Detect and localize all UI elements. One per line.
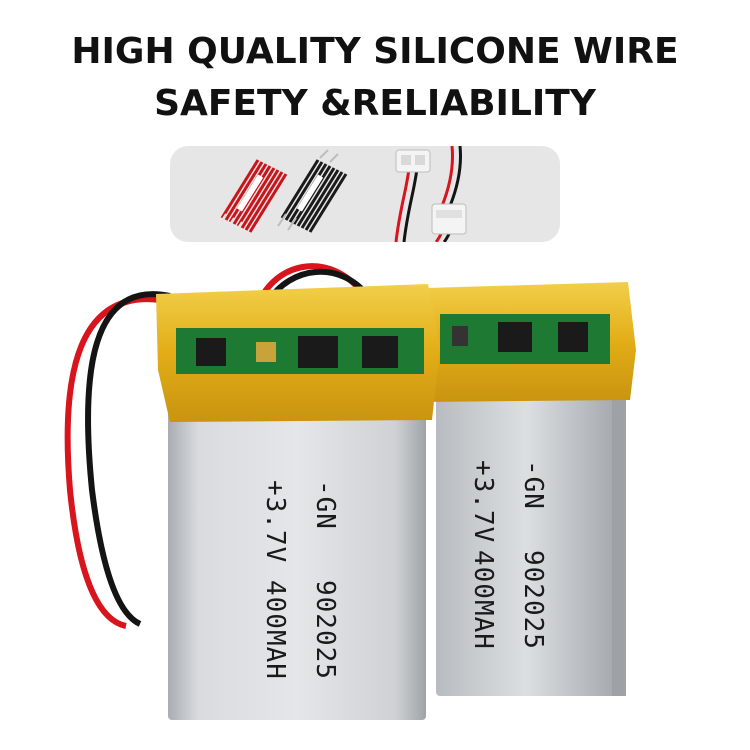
battery-front-brand-label: -GN (310, 480, 340, 530)
battery-back-chip-1 (498, 322, 532, 352)
battery-front-pad (256, 342, 276, 362)
battery-front-chip-3 (362, 336, 398, 368)
battery-back-cell (436, 346, 616, 696)
battery-front-voltage-label: +3.7V (260, 480, 290, 564)
wire-connector-illustration (217, 145, 467, 244)
battery-front-cell (168, 402, 426, 720)
battery-scene: -GN 902025 +3.7V 400MAH -GN 902025 +3.7V… (0, 250, 750, 750)
battery-back-model-label: 902025 (518, 550, 548, 650)
battery-front-model-label: 902025 (310, 580, 340, 680)
headline-line-2: SAFETY &RELIABILITY (154, 83, 596, 124)
battery-back-brand-label: -GN (518, 460, 548, 510)
battery-back-capacity-label: 400MAH (468, 550, 498, 650)
battery-front-capacity-label: 400MAH (260, 580, 290, 680)
battery-back-chip-3 (452, 326, 468, 346)
battery-front-chip-1 (196, 338, 226, 366)
headline: HIGH QUALITY SILICONE WIRE SAFETY &RELIA… (0, 26, 750, 130)
wire-connector-panel (170, 145, 560, 244)
jst-connector-image (394, 145, 467, 244)
battery-back-voltage-label: +3.7V (468, 460, 498, 544)
black-wire-bundle-image (277, 149, 348, 233)
battery-front (156, 284, 440, 720)
battery-illustration (64, 263, 636, 720)
red-wire-bundle-image (217, 149, 288, 235)
headline-line-1: HIGH QUALITY SILICONE WIRE (71, 31, 679, 72)
battery-front-chip-2 (298, 336, 338, 368)
battery-back-chip-2 (558, 322, 588, 352)
